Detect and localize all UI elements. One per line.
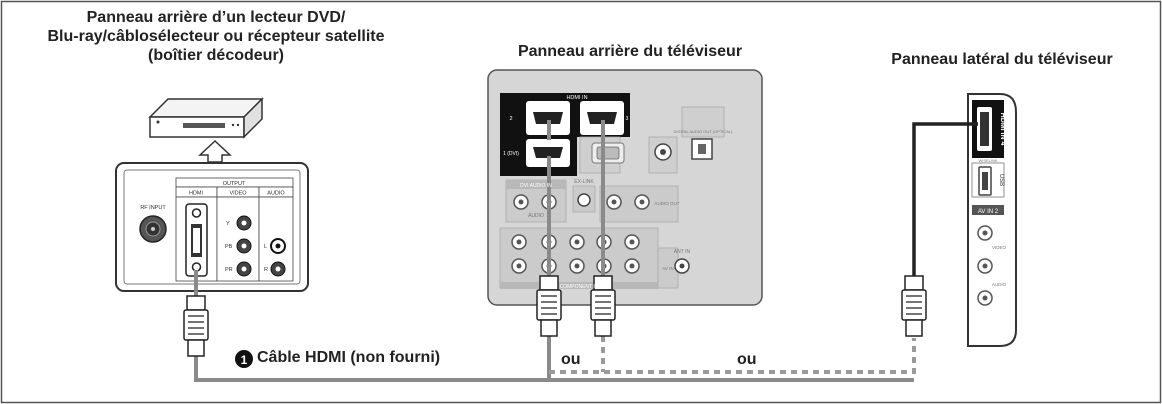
hdmi-cable-solid xyxy=(194,156,914,382)
label-digital-audio-out: DIGITAL AUDIO OUT (OPTICAL) xyxy=(673,129,733,134)
label-pr: PR xyxy=(225,267,233,273)
label-audio: AUDIO xyxy=(267,191,285,197)
label-dvi-audio-in: DVI AUDIO IN xyxy=(520,183,552,189)
label-wiselink: WISELINK xyxy=(978,158,997,163)
label-port-1-dvi: 1 (DVI) xyxy=(503,151,519,157)
tv-rear-panel xyxy=(487,69,763,306)
label-hdmi: HDMI xyxy=(189,191,204,197)
label-port-2: 2 xyxy=(509,116,512,122)
hdmi-connector-icon xyxy=(536,275,562,337)
label-av-in: AV IN xyxy=(662,266,673,271)
source-device-title-line-1: Panneau arrière d’un lecteur DVD/ xyxy=(86,9,346,26)
label-hdmi-in-4: HDMI IN 4 xyxy=(999,113,1006,146)
cable-label: Câble HDMI (non fourni) xyxy=(257,349,441,366)
label-audio-dvi: AUDIO xyxy=(528,213,544,219)
label-ex-link: EX-LINK xyxy=(574,179,594,185)
tv-side-title: Panneau latéral du téléviseur xyxy=(891,51,1113,68)
label-audio-side: AUDIO xyxy=(992,282,1007,287)
step-number-badge xyxy=(235,350,253,368)
hdmi-connector-icon xyxy=(901,275,927,337)
tv-rear-title: Panneau arrière du téléviseur xyxy=(517,43,743,60)
source-device-icon xyxy=(148,97,264,139)
label-component-in: COMPONENT IN xyxy=(560,284,599,290)
label-rf-input: RF INPUT xyxy=(140,205,166,211)
label-av-in-2: AV IN 2 xyxy=(978,209,999,215)
label-audio-out: AUDIO OUT xyxy=(654,201,679,206)
tv-side-panel xyxy=(967,93,1017,347)
hdmi-connector-icon xyxy=(590,275,616,337)
label-ant-in: ANT IN xyxy=(674,249,691,255)
step-number-text: 1 xyxy=(241,353,248,367)
label-video-side: VIDEO xyxy=(992,245,1007,250)
or-label-2: ou xyxy=(733,351,761,369)
label-usb: USB xyxy=(998,174,1004,186)
label-port-3: 3 xyxy=(626,116,629,122)
source-device-title: Panneau arrière d’un lecteur DVD/ Blu-ra… xyxy=(30,8,402,65)
or-label-1: ou xyxy=(557,351,585,369)
source-device-title-line-2: Blu-ray/câblosélecteur ou récepteur sate… xyxy=(47,28,385,45)
hdmi-cable-dashed xyxy=(549,336,916,374)
label-r: R xyxy=(264,267,268,273)
label-video: VIDEO xyxy=(229,191,247,197)
label-output: OUTPUT xyxy=(223,181,246,187)
hdmi-cable-side xyxy=(912,122,978,278)
label-y: Y xyxy=(226,221,230,227)
arrow-up-icon xyxy=(198,139,232,163)
source-device-title-line-3: (boîtier décodeur) xyxy=(147,47,284,64)
label-pb: PB xyxy=(225,244,233,250)
hdmi-connector-icon xyxy=(183,295,209,357)
label-l: L xyxy=(264,244,267,250)
source-rear-panel xyxy=(115,162,309,292)
label-hdmi-in: HDMI IN xyxy=(566,95,587,101)
